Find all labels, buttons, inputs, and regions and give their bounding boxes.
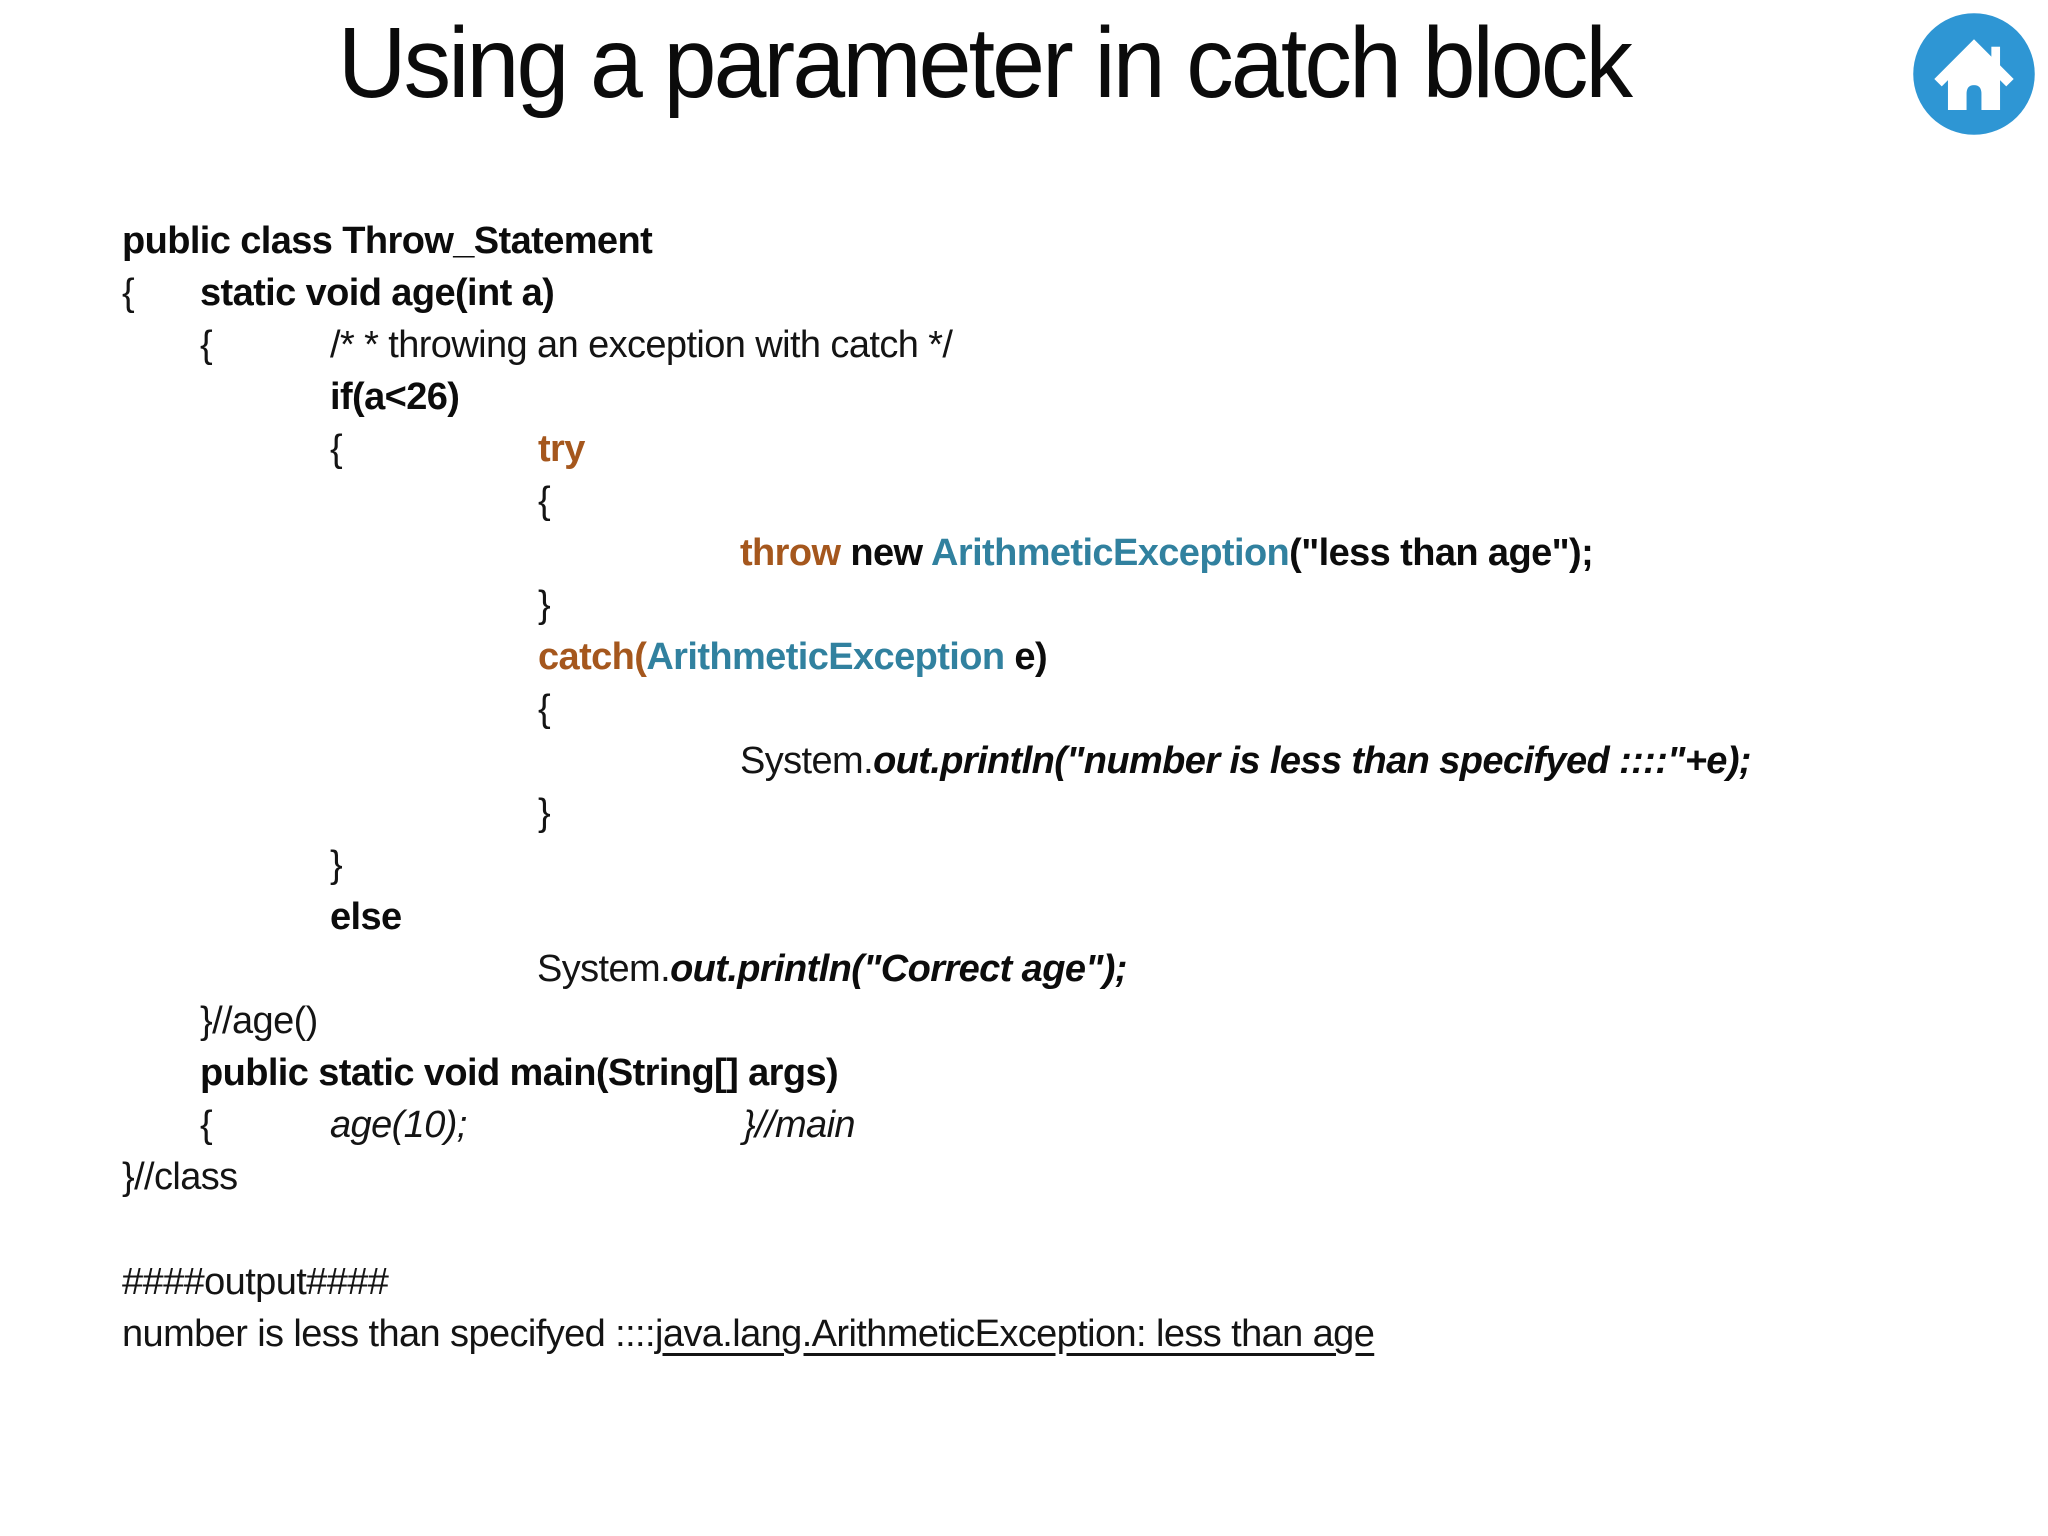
code-text: public class Throw_Statement bbox=[122, 220, 653, 262]
code-text: java.lang.ArithmeticException: less than… bbox=[654, 1313, 1375, 1355]
code-text: { bbox=[538, 480, 551, 522]
code-text: ArithmeticException bbox=[646, 636, 1005, 678]
code-text: } bbox=[538, 584, 551, 626]
code-line: System.out.println("Correct age"); bbox=[0, 943, 2048, 995]
code-segment: throw new ArithmeticException("less than… bbox=[740, 527, 1594, 579]
code-line: { /* * throwing an exception with catch *… bbox=[0, 319, 2048, 371]
code-line: }//age() bbox=[0, 995, 2048, 1047]
code-text: System. bbox=[537, 948, 671, 990]
code-line: } bbox=[0, 839, 2048, 891]
code-text: }//class bbox=[122, 1156, 238, 1198]
code-segment: public class Throw_Statement bbox=[122, 215, 653, 267]
code-text: }//main bbox=[743, 1104, 856, 1146]
code-segment: if(a<26) bbox=[330, 371, 460, 423]
code-line: } bbox=[0, 787, 2048, 839]
code-text: /* * throwing an exception with catch */ bbox=[330, 324, 953, 366]
slide-title: Using a parameter in catch block bbox=[337, 7, 1633, 119]
code-segment: }//class bbox=[122, 1151, 238, 1203]
code-text: out.println("number is less than specify… bbox=[873, 740, 1751, 782]
code-line: number is less than specifyed ::::java.l… bbox=[0, 1308, 2048, 1360]
code-text: ArithmeticException bbox=[931, 532, 1290, 574]
code-segment: public static void main(String[] args) bbox=[200, 1047, 839, 1099]
code-line: public class Throw_Statement bbox=[0, 215, 2048, 267]
code-text: public static void main(String[] args) bbox=[200, 1052, 839, 1094]
code-line: { bbox=[0, 475, 2048, 527]
code-line: catch(ArithmeticException e) bbox=[0, 631, 2048, 683]
home-icon-house bbox=[1934, 39, 2014, 110]
code-text: }//age() bbox=[200, 1000, 318, 1042]
code-text: age(10); bbox=[330, 1104, 467, 1146]
code-text: out.println("Correct age"); bbox=[670, 948, 1127, 990]
code-segment: try bbox=[538, 423, 585, 475]
code-text: } bbox=[330, 844, 343, 886]
code-segment: { bbox=[200, 1099, 213, 1151]
code-segment: }//age() bbox=[200, 995, 318, 1047]
code-line: } bbox=[0, 579, 2048, 631]
code-text: ("less than age"); bbox=[1289, 532, 1594, 574]
code-segment: { bbox=[538, 683, 551, 735]
code-segment: static void age(int a) bbox=[200, 267, 555, 319]
code-text: { bbox=[200, 1104, 213, 1146]
code-segment: { bbox=[330, 423, 343, 475]
code-segment: } bbox=[538, 787, 551, 839]
code-line: else bbox=[0, 891, 2048, 943]
code-segment: catch(ArithmeticException e) bbox=[538, 631, 1048, 683]
code-text: number is less than specifyed :::: bbox=[122, 1313, 656, 1355]
code-text: else bbox=[330, 896, 402, 938]
code-line: { try bbox=[0, 423, 2048, 475]
code-text: System. bbox=[740, 740, 874, 782]
code-text: { bbox=[200, 324, 213, 366]
code-segment: /* * throwing an exception with catch */ bbox=[330, 319, 953, 371]
home-button[interactable] bbox=[1912, 12, 2036, 136]
code-text: catch( bbox=[538, 636, 647, 678]
code-text: { bbox=[122, 272, 135, 314]
code-line: throw new ArithmeticException("less than… bbox=[0, 527, 2048, 579]
code-segment: number is less than specifyed ::::java.l… bbox=[122, 1308, 1375, 1360]
code-text: if(a<26) bbox=[330, 376, 460, 418]
code-segment: } bbox=[538, 579, 551, 631]
code-segment: ####output#### bbox=[122, 1256, 389, 1308]
code-text: { bbox=[330, 428, 343, 470]
code-line: }//class bbox=[0, 1151, 2048, 1203]
code-segment: { bbox=[122, 267, 135, 319]
code-segment: { bbox=[538, 475, 551, 527]
code-line: System.out.println("number is less than … bbox=[0, 735, 2048, 787]
code-line: ####output#### bbox=[0, 1256, 2048, 1308]
code-segment: } bbox=[330, 839, 343, 891]
code-text: try bbox=[538, 428, 585, 470]
code-segment: age(10); bbox=[330, 1099, 467, 1151]
code-text: e) bbox=[1004, 636, 1047, 678]
code-line: if(a<26) bbox=[0, 371, 2048, 423]
code-text: new bbox=[850, 532, 932, 574]
code-line: { bbox=[0, 683, 2048, 735]
code-text: ####output#### bbox=[122, 1261, 389, 1303]
home-icon bbox=[1913, 13, 2035, 135]
code-line: public static void main(String[] args) bbox=[0, 1047, 2048, 1099]
code-segment: }//main bbox=[743, 1099, 856, 1151]
code-segment: { bbox=[200, 319, 213, 371]
code-text: { bbox=[538, 688, 551, 730]
code-text: throw bbox=[740, 532, 851, 574]
code-segment: System.out.println("number is less than … bbox=[740, 735, 1752, 787]
code-segment: else bbox=[330, 891, 402, 943]
code-text: static void age(int a) bbox=[200, 272, 555, 314]
code-segment: System.out.println("Correct age"); bbox=[537, 943, 1127, 995]
code-line: { age(10); }//main bbox=[0, 1099, 2048, 1151]
code-text: } bbox=[538, 792, 551, 834]
code-line: { static void age(int a) bbox=[0, 267, 2048, 319]
